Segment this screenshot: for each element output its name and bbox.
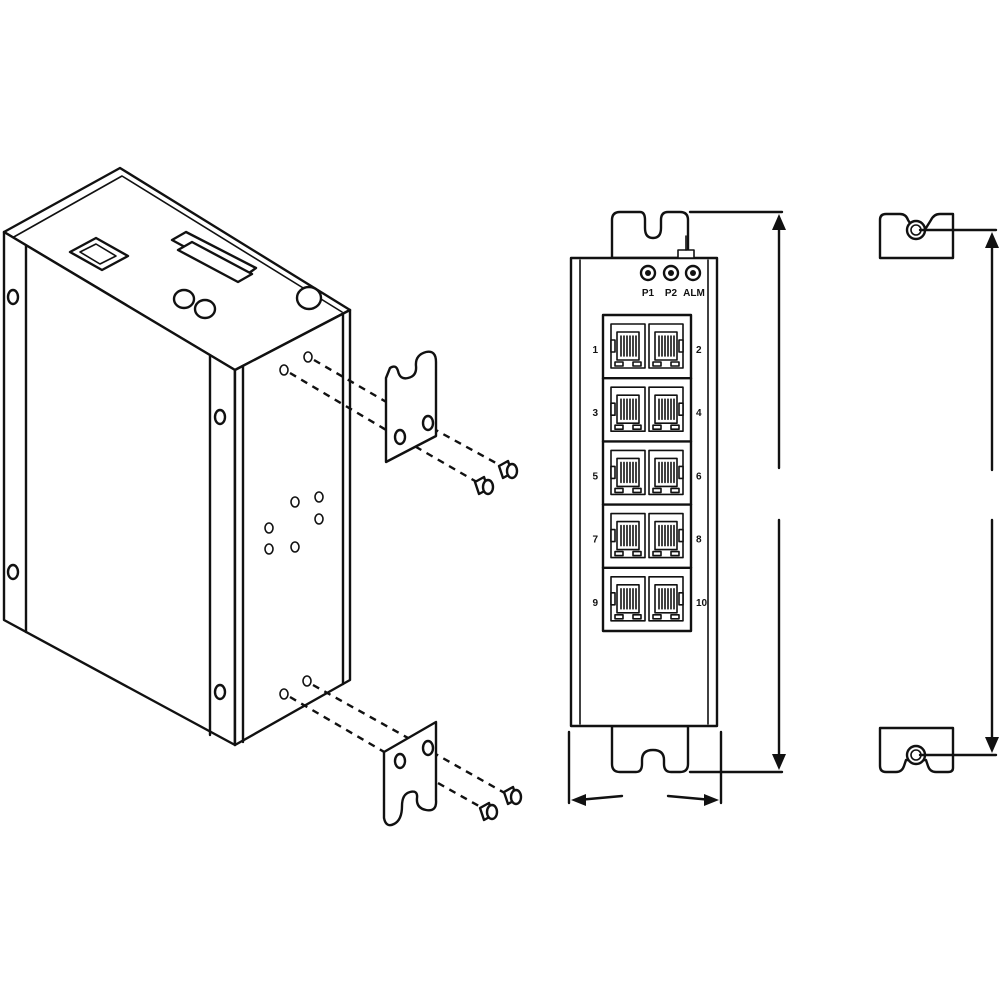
device-side-face: [233, 308, 352, 747]
upper-mounting-bracket: [384, 350, 438, 464]
ground-screw: [295, 285, 323, 311]
top-ground-screw: [677, 249, 695, 259]
port-number-label: 5: [592, 471, 598, 482]
port-number-label: 8: [696, 535, 702, 546]
rj45-port-icon: [610, 575, 646, 622]
side-mounting-holes: [264, 351, 324, 700]
top-hole-2: [193, 298, 217, 320]
rj45-port-icon: [610, 323, 646, 369]
isometric-device-view: [2, 166, 523, 827]
rj45-port-icon: [610, 386, 646, 433]
led-indicators: P1 P2 ALM: [639, 264, 705, 299]
arrow-down: [772, 754, 786, 770]
rj45-port-icon: [610, 449, 646, 496]
bottom-mounting-ear: [610, 724, 690, 774]
rj45-port-icon: [648, 323, 684, 369]
rj45-port-icon: [648, 575, 684, 622]
screw-icon: [502, 785, 523, 806]
dimension-lines: [567, 210, 999, 806]
top-mounting-ear: [610, 210, 690, 260]
port-number-label: 4: [696, 408, 702, 419]
led-label-alm: ALM: [683, 288, 705, 299]
screw-icon: [473, 475, 495, 496]
arrow-left: [571, 794, 586, 806]
port-number-label: 10: [696, 598, 708, 609]
terminal-block: [170, 230, 258, 284]
top-hole-1: [172, 288, 196, 310]
rj45-port-icon: [648, 386, 684, 433]
port-number-label: 2: [696, 345, 702, 356]
rj45-console-port: [68, 236, 130, 272]
rj45-port-icon: [648, 449, 684, 496]
port-number-label: 7: [592, 535, 598, 546]
led-label-p2: P2: [665, 288, 678, 299]
lower-mounting-bracket: [382, 720, 438, 827]
front-panel-view: P1 P2 ALM 1 2 3 4 5 6 7 8 9 10: [569, 210, 719, 774]
rail-hole: [6, 288, 20, 306]
arrow-right: [704, 794, 719, 806]
rj45-port-icon: [648, 512, 684, 559]
screw-icon: [478, 801, 499, 822]
side-profile-view: [878, 212, 955, 774]
rail-hole: [213, 408, 227, 426]
ethernet-port-block: 1 2 3 4 5 6 7 8 9 10: [592, 313, 708, 633]
port-number-label: 3: [592, 408, 598, 419]
arrow-down: [985, 737, 999, 753]
arrow-up: [772, 214, 786, 230]
screw-icon: [497, 459, 519, 480]
rail-hole: [6, 563, 20, 581]
device-top-inner-edge: [11, 175, 343, 313]
arrow-up: [985, 232, 999, 248]
rj45-port-icon: [610, 512, 646, 559]
port-number-label: 1: [592, 345, 598, 356]
port-number-label: 9: [592, 598, 598, 609]
led-label-p1: P1: [642, 288, 655, 299]
port-number-label: 6: [696, 471, 702, 482]
rail-hole: [213, 683, 227, 701]
